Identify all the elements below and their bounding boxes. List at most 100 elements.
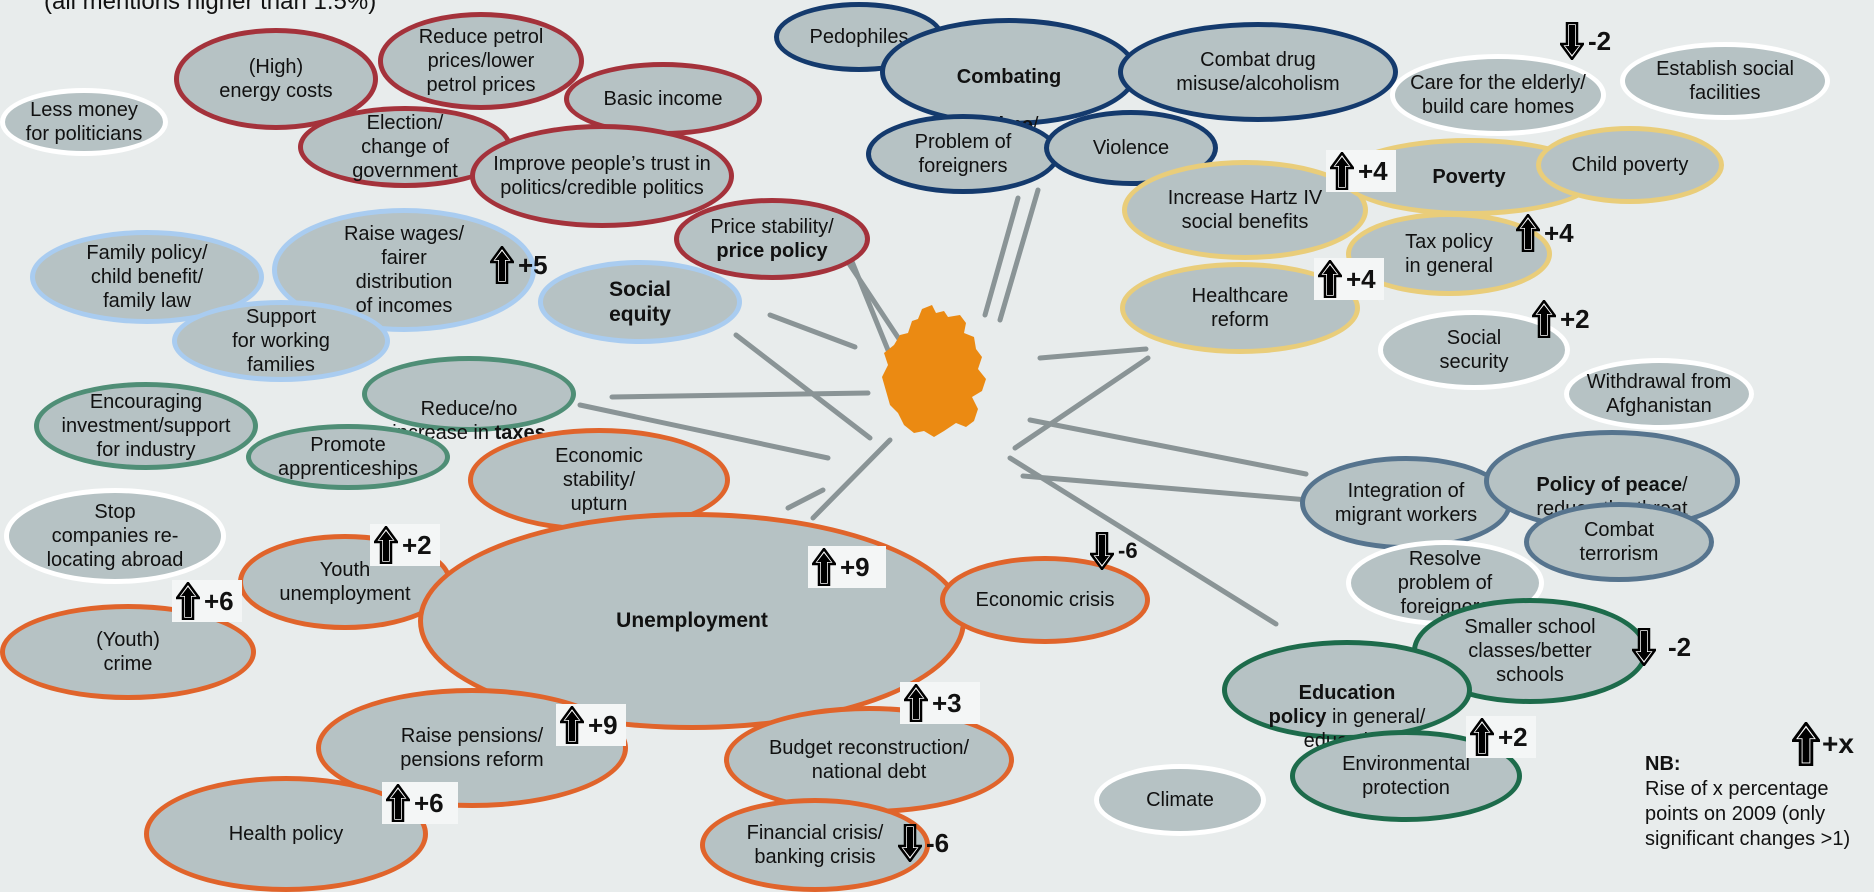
change-value: +5: [518, 249, 548, 280]
legend-note-text: Rise of x percentage points on 2009 (onl…: [1645, 778, 1851, 850]
connector-line: [609, 390, 871, 400]
bubble-label: Raise wages/ fairer distribution of inco…: [343, 223, 465, 317]
legend-arrow: +x: [1792, 722, 1854, 766]
change-value: +2: [1560, 303, 1590, 334]
bubble-label: Tax policy in general: [1405, 231, 1493, 277]
bubble-label: Price stability/: [710, 216, 834, 238]
bubble-label: Improve people’s trust in politics/credi…: [493, 153, 711, 199]
change-indicator-health-policy: +6: [382, 782, 458, 824]
change-value: +2: [402, 529, 432, 560]
change-indicator-raise-wages: +5: [486, 244, 556, 286]
change-indicator-youth-unemployment: +2: [370, 524, 440, 566]
change-value: -6: [1118, 538, 1138, 563]
bubble-label: Youth unemployment: [279, 559, 411, 605]
bubble-label: Health policy: [228, 823, 344, 845]
bubble-label: Healthcare reform: [1191, 285, 1289, 331]
bubble-label: Stop companies re- locating abroad: [46, 501, 184, 571]
bubble-label: Family policy/ child benefit/ family law: [86, 242, 208, 312]
title-fragment: (all mentions higher than 1.5%): [44, 0, 377, 15]
connector-line: [785, 487, 826, 511]
bubble-care-elderly: Care for the elderly/ build care homes: [1390, 54, 1606, 136]
connector-line: [837, 247, 908, 351]
bubble-price-stability: Price stability/ price policy: [674, 198, 870, 280]
connector-line: [1007, 455, 1279, 627]
change-value: +3: [932, 687, 962, 718]
bubble-label-bold: Education policy: [1268, 682, 1396, 728]
bubble-label: (High) energy costs: [219, 56, 333, 102]
connector-line: [1020, 473, 1311, 503]
connector-line: [982, 195, 1021, 318]
bubble-violence: Violence: [1044, 110, 1218, 186]
change-indicator-economic-crisis: -6: [1086, 530, 1146, 572]
bubble-encourage-investment: Encouraging investment/support for indus…: [34, 382, 258, 470]
bubble-combating-crime: Combating crime/ internal security: [880, 18, 1138, 160]
bubble-child-poverty: Child poverty: [1536, 126, 1724, 204]
bubble-raise-wages: Raise wages/ fairer distribution of inco…: [272, 208, 536, 332]
bubble-label-bold: Policy of peace: [1536, 474, 1683, 496]
bubble-combat-terrorism: Combat terrorism: [1524, 502, 1714, 582]
bubble-reduce-taxes: Reduce/no increase in taxes: [362, 356, 576, 444]
bubble-label: Care for the elderly/ build care homes: [1410, 72, 1586, 118]
bubble-label: Raise pensions/ pensions reform: [400, 725, 544, 771]
up-arrow-icon: [1532, 300, 1556, 338]
connector-line: [997, 187, 1041, 323]
change-indicator-budget: +3: [900, 682, 980, 724]
bubble-label: Budget reconstruction/ national debt: [768, 737, 970, 783]
change-indicator-environmental: +2: [1466, 716, 1536, 758]
bubble-label: Encouraging investment/support for indus…: [61, 391, 231, 461]
bubble-label: Economic stability/ upturn: [555, 445, 643, 515]
bubble-raise-pensions: Raise pensions/ pensions reform: [316, 688, 628, 808]
change-value: +4: [1544, 217, 1574, 248]
bubble-label-bold: Poverty: [1432, 166, 1506, 188]
change-indicator-care-elderly: -2: [1556, 20, 1619, 62]
change-indicator-social-security: +2: [1528, 298, 1598, 340]
legend-arrow-label: +x: [1822, 728, 1854, 759]
change-value: +9: [588, 709, 618, 740]
bubble-label: Smaller school classes/better schools: [1464, 616, 1596, 686]
bubble-label: Climate: [1146, 789, 1214, 811]
bubble-label: Promote apprenticeships: [277, 434, 419, 480]
bubble-social-facilities: Establish social facilities: [1620, 42, 1830, 120]
bubble-family-policy: Family policy/ child benefit/ family law: [30, 230, 264, 324]
up-arrow-icon: [1330, 152, 1354, 190]
bubble-working-families: Support for working families: [172, 300, 390, 382]
bubble-apprenticeships: Promote apprenticeships: [246, 424, 450, 490]
bubble-label: Establish social facilities: [1656, 58, 1794, 104]
bubble-economic-crisis: Economic crisis: [940, 556, 1150, 644]
bubble-label: Less money for politicians: [25, 99, 143, 145]
legend-note-label: NB:: [1645, 753, 1681, 775]
change-value: +2: [1498, 721, 1528, 752]
bubble-climate: Climate: [1094, 764, 1266, 836]
bubble-label: Election/ change of government: [352, 112, 458, 182]
bubble-tax-policy: Tax policy in general: [1346, 212, 1552, 296]
connector-line: [577, 402, 831, 461]
bubble-label-bold: Combating: [956, 66, 1062, 88]
up-arrow-icon: [560, 706, 584, 744]
bubble-label-bold: Unemployment: [616, 609, 768, 633]
bubble-label: Increase Hartz IV social benefits: [1167, 187, 1323, 233]
connector-line: [1012, 355, 1151, 451]
down-arrow-icon: [1090, 532, 1114, 570]
connector-line: [767, 312, 858, 350]
bubble-combat-drug: Combat drug misuse/alcoholism: [1118, 22, 1398, 122]
change-indicator-hartz: +4: [1326, 150, 1396, 192]
down-arrow-icon: [1632, 628, 1656, 666]
down-arrow-icon: [1560, 22, 1584, 60]
change-value: +9: [840, 551, 870, 582]
up-arrow-icon: [374, 526, 398, 564]
bubble-label: Combat terrorism: [1579, 519, 1659, 565]
change-indicator-financial-crisis: -6: [894, 822, 957, 864]
bubble-reduce-petrol: Reduce petrol prices/lower petrol prices: [378, 12, 584, 110]
bubble-label: Resolve problem of foreigners: [1397, 548, 1493, 618]
bubble-label-bold: price policy: [716, 240, 828, 262]
change-value: -2: [1588, 25, 1612, 56]
up-arrow-icon: [1516, 214, 1540, 252]
change-indicator-raise-pensions: +9: [556, 704, 626, 746]
bubble-afghanistan: Withdrawal from Afghanistan: [1564, 358, 1754, 430]
up-arrow-icon: [1318, 260, 1342, 298]
bubble-label: Support for working families: [232, 306, 330, 376]
connector-line: [1027, 417, 1309, 477]
connector-line: [1037, 346, 1149, 361]
bubble-label: Child poverty: [1571, 154, 1689, 176]
